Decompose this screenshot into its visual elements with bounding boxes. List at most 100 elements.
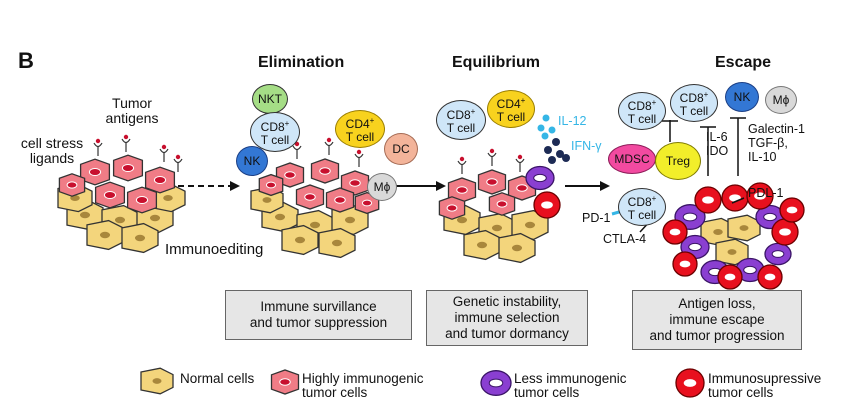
cell-stress-line2: ligands (29, 150, 75, 166)
cell-nucleus (754, 192, 766, 200)
caption-equilibrium-line3: and tumor dormancy (445, 326, 569, 341)
legend-immuno-line2: tumor cells (708, 385, 774, 400)
ifn-gamma-molecule (552, 138, 560, 146)
cell-nucleus (152, 378, 162, 384)
cell-nucleus (262, 197, 272, 203)
cell-nucleus (764, 273, 776, 281)
legend-less: Less immunogenic tumor cells (514, 372, 627, 400)
ifn-gamma-molecule (544, 146, 552, 154)
antigen-dot (161, 144, 167, 150)
cell-clusters (57, 134, 805, 290)
cell-nucleus (153, 175, 167, 185)
cd8-t-cell-elimination: CD8+ T cell (250, 112, 300, 152)
antigen-receptor (457, 160, 467, 166)
antigen-receptor (292, 145, 302, 151)
cell-nucleus (114, 216, 126, 224)
cd8-label: CD8+ (679, 90, 709, 105)
caption-elimination: Immune survillance and tumor suppression (225, 290, 412, 340)
antigen-dot (517, 154, 523, 160)
legend-normal: Normal cells (180, 371, 255, 386)
nkt-label: NKT (258, 91, 282, 106)
legend-less-icon (480, 370, 512, 396)
legend-less-line1: Less immunogenic (514, 371, 627, 386)
caption-escape-line1: Antigen loss, (678, 296, 756, 311)
cell-nucleus (713, 228, 723, 236)
cell-nucleus (533, 173, 547, 183)
antigen-dot (326, 137, 332, 143)
ifn-gamma-molecule (562, 154, 570, 162)
antigen-receptor (515, 158, 525, 164)
cell-nucleus (491, 224, 503, 232)
cell-nucleus (446, 204, 458, 212)
cell-nucleus (304, 193, 316, 201)
cell-nucleus (456, 216, 468, 224)
cell-nucleus (456, 186, 468, 194)
antigen-receptor (121, 138, 131, 144)
cell-nucleus (265, 181, 277, 189)
galectin-label-group: Galectin-1 TGF-β, IL-10 (748, 122, 805, 164)
cell-nucleus (486, 178, 498, 186)
cell-nucleus (279, 378, 291, 386)
legend-immuno-icon (675, 368, 705, 398)
legend-normal-icon (140, 367, 174, 395)
cd8-label: CD8+ (446, 107, 476, 122)
cell-nucleus (516, 184, 528, 192)
cell-nucleus (284, 171, 296, 179)
cell-nucleus (79, 211, 91, 219)
cd4-label: CD4+ (496, 96, 526, 111)
cell-nucleus (135, 195, 149, 205)
cell-nucleus (309, 221, 321, 229)
cell-stress-label: cell stress ligands (10, 136, 94, 166)
pdl1-pointer (731, 197, 745, 204)
tumor-antigens-line1: Tumor (112, 95, 152, 111)
legend-icons (140, 367, 705, 398)
mdsc-label: MDSC (614, 151, 650, 166)
cell-nucleus (294, 236, 306, 244)
panel-label: B (18, 48, 34, 73)
caption-equilibrium: Genetic instability, immune selection an… (426, 290, 588, 346)
macrophage-escape: Mϕ (765, 86, 797, 114)
cell-nucleus (66, 181, 78, 189)
cd8-label: CD8+ (627, 194, 657, 209)
cell-nucleus (771, 250, 785, 258)
cytokine-dots (537, 114, 570, 164)
cell-nucleus (724, 273, 736, 281)
phase-arrows (178, 181, 610, 191)
treg-cell: Treg (655, 142, 701, 180)
tcell-label: T cell (260, 133, 290, 147)
cell-nucleus (349, 179, 361, 187)
escape-tumor-cluster (662, 182, 805, 290)
antigen-dot (95, 138, 101, 144)
il6-ido-label: IL-6 IDO (706, 130, 728, 158)
tcell-label: T cell (679, 104, 709, 118)
cell-nucleus (763, 212, 777, 222)
cell-nucleus (682, 212, 698, 222)
nkt-cell: NKT (252, 84, 288, 114)
cell-nucleus (683, 379, 697, 387)
ifn-gamma-molecule (548, 156, 556, 164)
antigen-dot (175, 154, 181, 160)
nk-label: NK (733, 89, 751, 104)
antigen-dot (489, 148, 495, 154)
nk-label: NK (243, 153, 261, 168)
cd8-t-cell-escape-2: CD8+ T cell (670, 84, 718, 122)
caption-escape: Antigen loss, immune escape and tumor pr… (632, 290, 802, 350)
nk-cell-elimination: NK (236, 146, 268, 176)
cell-nucleus (511, 244, 523, 252)
dc-label: DC (392, 141, 410, 156)
caption-equilibrium-line1: Genetic instability, (452, 294, 562, 309)
tgf-label: TGF-β, (748, 136, 788, 150)
legend-highly: Highly immunogenic tumor cells (302, 372, 424, 400)
left-tumor-cluster (57, 134, 186, 254)
phase-title-equilibrium: Equilibrium (452, 54, 540, 71)
tcell-label: T cell (496, 110, 526, 124)
caption-escape-line2: immune escape (669, 312, 765, 327)
tcell-label: T cell (627, 208, 657, 222)
legend-immuno-line1: Immunosupressive (708, 371, 822, 386)
cell-nucleus (99, 231, 111, 239)
legend-immuno: Immunosupressive tumor cells (708, 372, 821, 400)
cell-nucleus (679, 260, 691, 268)
antigen-receptor (487, 152, 497, 158)
arrow-elim-to-equil-head (436, 181, 446, 191)
elimination-tumor-cluster (250, 137, 380, 259)
